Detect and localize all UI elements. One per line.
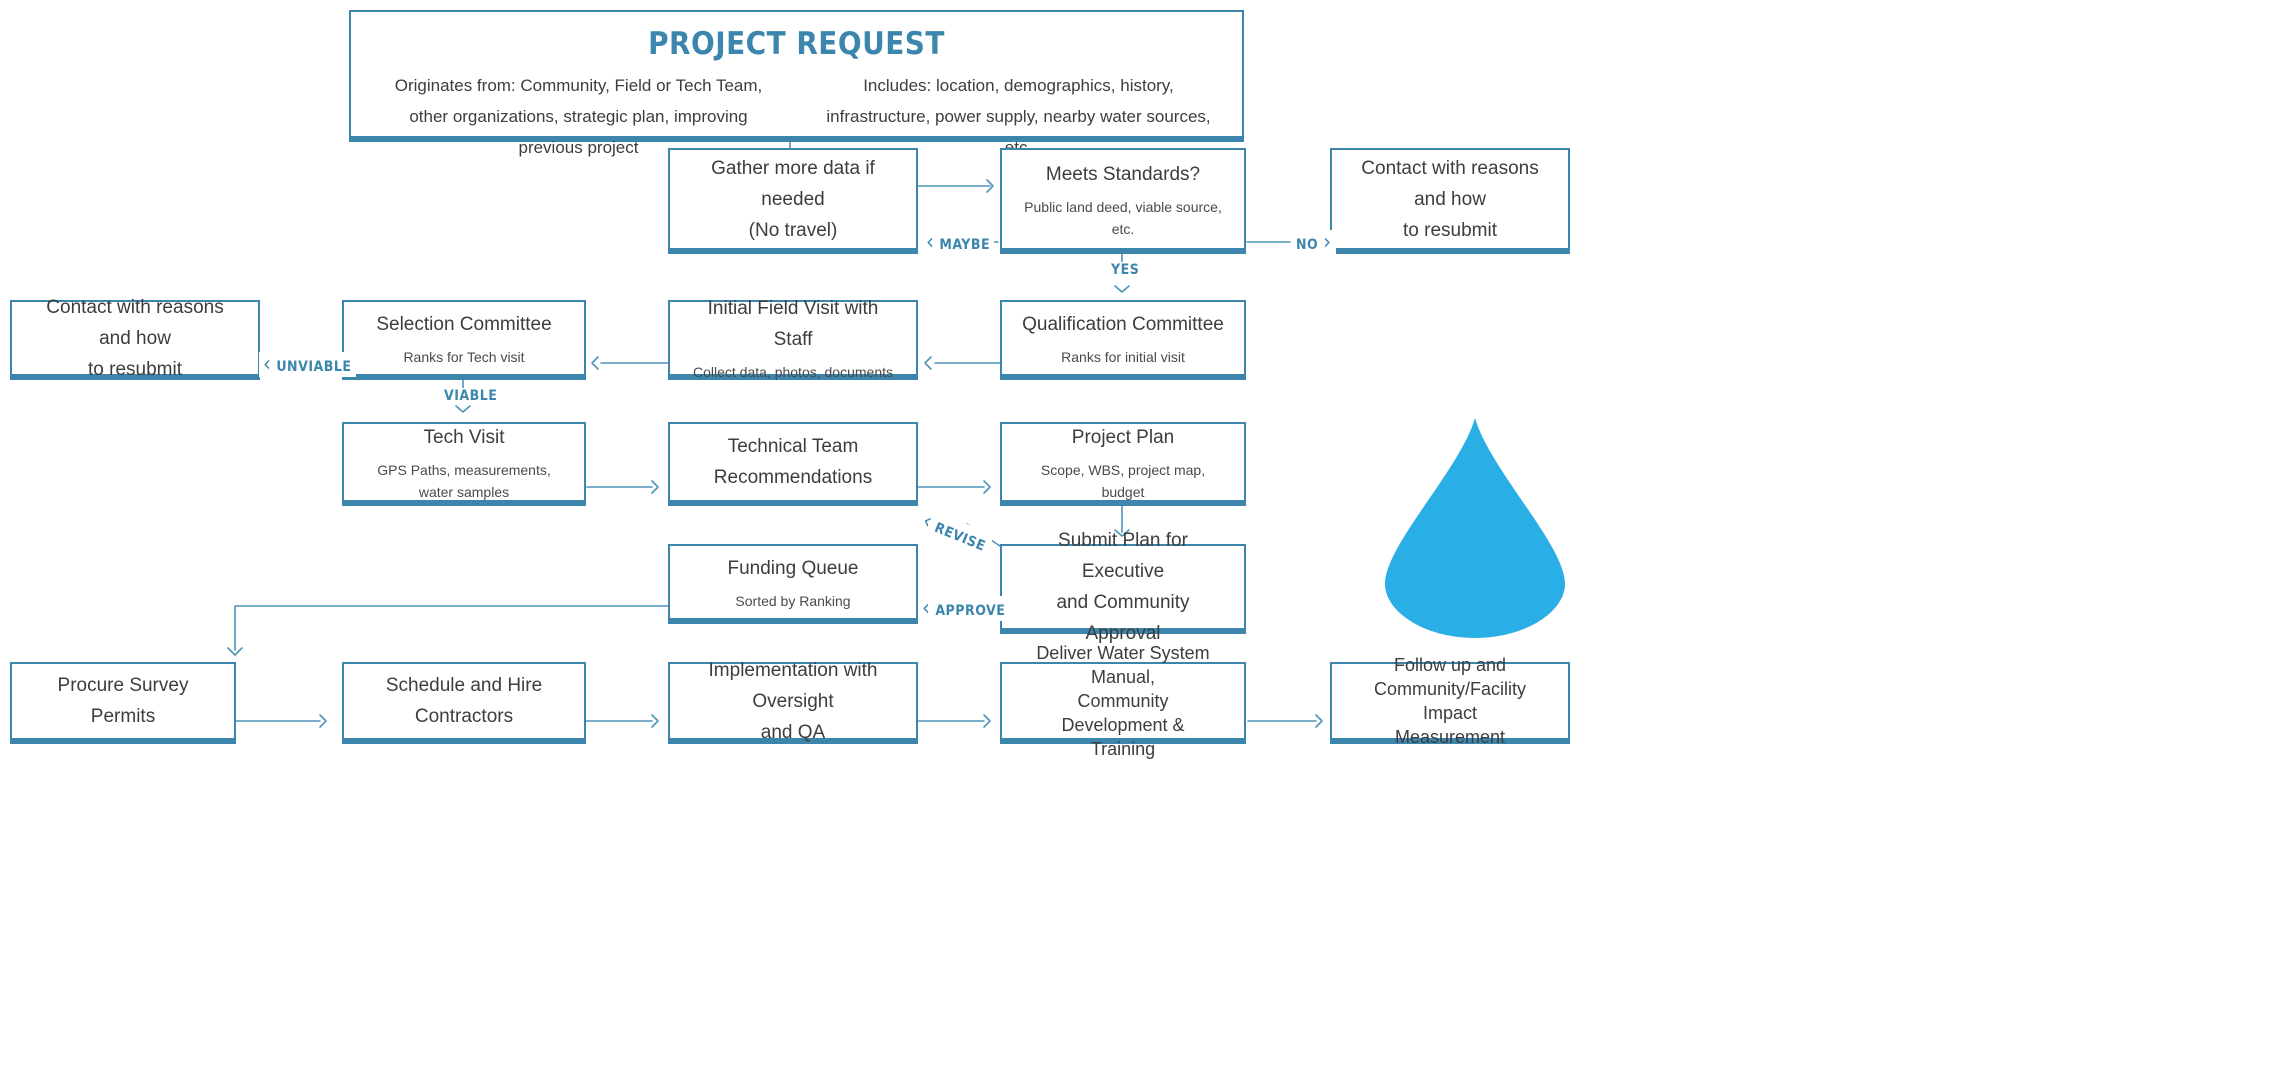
contact-top-box: Contact with reasons and how to resubmit bbox=[1330, 148, 1570, 254]
procure-permits-box: Procure Survey Permits bbox=[10, 662, 236, 744]
meets-standards-box: Meets Standards? Public land deed, viabl… bbox=[1000, 148, 1246, 254]
project-plan-box: Project Plan Scope, WBS, project map, bu… bbox=[1000, 422, 1246, 506]
initial-field-visit-title: Initial Field Visit with Staff bbox=[707, 298, 879, 350]
chevron-icon bbox=[986, 179, 994, 193]
chevron-icon bbox=[319, 714, 327, 728]
selection-committee-sub: Ranks for Tech visit bbox=[403, 348, 525, 365]
chevron-icon bbox=[1114, 285, 1130, 293]
submit-plan-box: Submit Plan for Executive and Community … bbox=[1000, 530, 1246, 644]
label-yes: YES bbox=[1107, 262, 1144, 278]
project-request-title: PROJECT REQUEST bbox=[648, 26, 945, 62]
follow-up-title: Follow up and Community/Facility Impact … bbox=[1373, 655, 1527, 747]
water-drop-icon bbox=[1385, 418, 1565, 638]
label-unviable: ‹ UNVIABLE bbox=[259, 352, 356, 377]
contact-top-title: Contact with reasons and how to resubmit bbox=[1361, 157, 1539, 241]
meets-standards-sub: Public land deed, viable source, etc. bbox=[1024, 198, 1222, 237]
meets-standards-title: Meets Standards? bbox=[1045, 163, 1201, 185]
technical-team-title: Technical Team Recommendations bbox=[713, 436, 873, 488]
qualification-committee-title: Qualification Committee bbox=[1022, 313, 1224, 335]
chevron-icon: ‹ bbox=[263, 352, 272, 377]
gather-data-title: Gather more data if needed (No travel) bbox=[711, 157, 875, 241]
chevron-icon bbox=[591, 356, 599, 370]
technical-team-box: Technical Team Recommendations bbox=[668, 422, 918, 506]
chevron-icon bbox=[651, 480, 659, 494]
chevron-icon bbox=[924, 356, 932, 370]
label-maybe: ‹ MAYBE bbox=[922, 230, 995, 255]
selection-committee-box: Selection Committee Ranks for Tech visit bbox=[342, 300, 586, 380]
contact-left-box: Contact with reasons and how to resubmit bbox=[10, 297, 260, 380]
funding-queue-sub: Sorted by Ranking bbox=[735, 592, 851, 609]
schedule-contractors-title: Schedule and Hire Contractors bbox=[385, 675, 543, 727]
label-no-text: NO bbox=[1296, 237, 1319, 253]
chevron-icon: ‹ bbox=[922, 596, 931, 621]
initial-field-visit-box: Initial Field Visit with Staff Collect d… bbox=[668, 298, 918, 380]
deliver-manual-box: Deliver Water System Manual, Community D… bbox=[1000, 643, 1246, 759]
procure-permits-title: Procure Survey Permits bbox=[57, 675, 189, 727]
contact-left-title: Contact with reasons and how to resubmit bbox=[46, 296, 224, 380]
label-viable: VIABLE bbox=[440, 388, 502, 404]
schedule-contractors-box: Schedule and Hire Contractors bbox=[342, 662, 586, 744]
chevron-icon bbox=[227, 647, 243, 656]
chevron-icon bbox=[1315, 714, 1323, 728]
gather-data-box: Gather more data if needed (No travel) bbox=[668, 148, 918, 254]
project-plan-sub: Scope, WBS, project map, budget bbox=[1040, 461, 1206, 500]
chevron-icon: › bbox=[1323, 230, 1332, 255]
project-plan-title: Project Plan bbox=[1071, 426, 1175, 448]
label-yes-text: YES bbox=[1111, 262, 1140, 278]
chevron-icon bbox=[983, 480, 991, 494]
label-unviable-text: UNVIABLE bbox=[276, 359, 352, 375]
tech-visit-title: Tech Visit bbox=[423, 426, 505, 448]
label-approve-text: APPROVE bbox=[935, 603, 1006, 619]
label-viable-text: VIABLE bbox=[444, 388, 498, 404]
label-no: NO › bbox=[1292, 230, 1336, 255]
deliver-manual-title: Deliver Water System Manual, Community D… bbox=[1036, 643, 1210, 759]
qualification-committee-box: Qualification Committee Ranks for initia… bbox=[1000, 300, 1246, 380]
label-approve: ‹ APPROVE bbox=[918, 596, 1010, 621]
chevron-icon bbox=[455, 405, 471, 413]
submit-plan-title: Submit Plan for Executive and Community … bbox=[1056, 530, 1190, 644]
selection-committee-title: Selection Committee bbox=[376, 313, 552, 335]
qualification-committee-sub: Ranks for initial visit bbox=[1061, 348, 1185, 365]
project-request-box: PROJECT REQUEST Originates from: Communi… bbox=[349, 10, 1244, 157]
chevron-icon bbox=[651, 714, 659, 728]
initial-field-visit-sub: Collect data, photos, documents bbox=[692, 364, 893, 380]
chevron-icon: ‹ bbox=[926, 230, 935, 255]
connector-funding-procure bbox=[234, 605, 669, 651]
implementation-title: Implementation with Oversight and QA bbox=[708, 659, 878, 743]
project-request-origin-text: Originates from: Community, Field or Tec… bbox=[394, 76, 763, 157]
tech-visit-sub: GPS Paths, measurements, water samples bbox=[377, 461, 551, 500]
funding-queue-box: Funding Queue Sorted by Ranking bbox=[668, 544, 918, 624]
follow-up-box: Follow up and Community/Facility Impact … bbox=[1330, 655, 1570, 747]
tech-visit-box: Tech Visit GPS Paths, measurements, wate… bbox=[342, 422, 586, 506]
chevron-icon bbox=[1114, 529, 1130, 537]
chevron-icon bbox=[983, 714, 991, 728]
funding-queue-title: Funding Queue bbox=[727, 557, 859, 579]
label-maybe-text: MAYBE bbox=[939, 237, 991, 253]
project-request-includes-text: Includes: location, demographics, histor… bbox=[826, 76, 1211, 157]
implementation-box: Implementation with Oversight and QA bbox=[668, 660, 918, 744]
